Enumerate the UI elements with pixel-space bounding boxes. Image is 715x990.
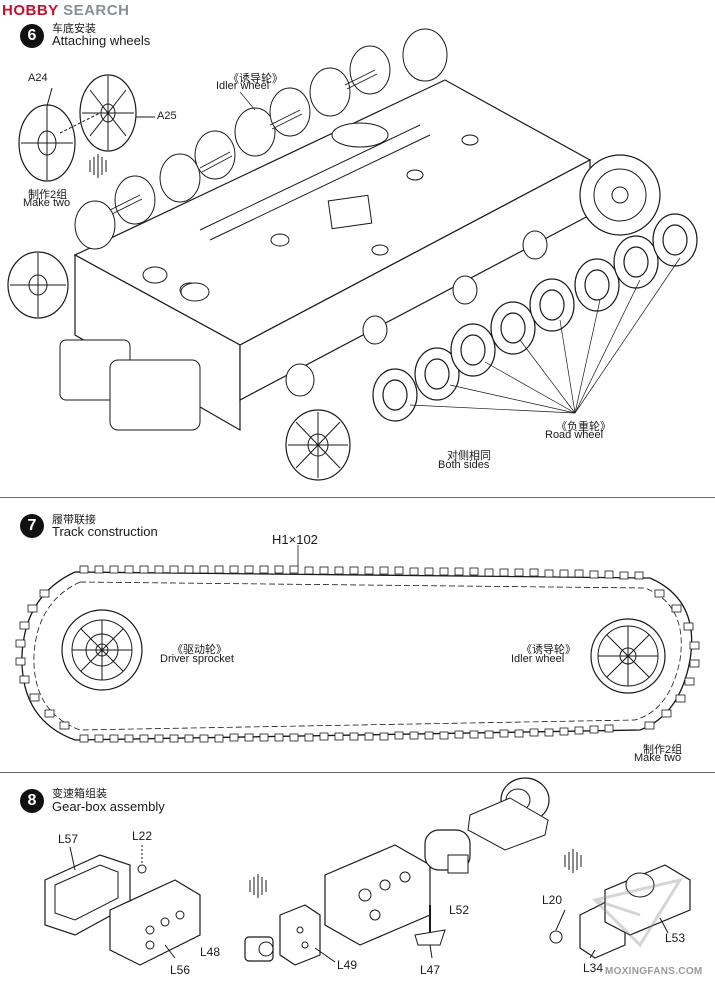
hobbysearch-watermark: HOBBY SEARCH [2, 2, 129, 19]
label-l22: L22 [132, 829, 153, 843]
part-l52 [424, 829, 471, 874]
label-l56: L56 [170, 963, 191, 977]
step-8-title-cn: 变速箱组装 [52, 788, 107, 800]
step-7-title-en: Track construction [52, 524, 158, 539]
watermark-hobby: HOBBY [2, 2, 59, 19]
driver-sprocket-en: Driver sprocket [160, 653, 234, 665]
track-links-bottom [79, 724, 614, 743]
panel-divider [0, 772, 715, 773]
rear-idler-wheel [7, 251, 69, 319]
road-wheel-en: Road wheel [545, 429, 604, 441]
label-a25: A25 [157, 110, 177, 122]
step-7-number: 7 [20, 514, 44, 538]
label-l20: L20 [542, 893, 563, 907]
label-a24: A24 [28, 72, 48, 84]
idler-wheel-cn: 《诱导轮》 [228, 73, 283, 85]
watermark-search: SEARCH [63, 2, 130, 19]
part-l22 [137, 845, 147, 874]
chassis-hull [59, 79, 592, 432]
label-l52: L52 [449, 903, 470, 917]
step-6-number: 6 [20, 24, 44, 48]
part-l20 [549, 930, 563, 944]
track-idler-cn: 《诱导轮》 [521, 644, 576, 656]
part-l47 [414, 905, 446, 946]
a25-wheel-half [79, 74, 137, 152]
track-make-two-cn: 制作2组 [643, 744, 683, 756]
drive-housing [467, 777, 550, 851]
step-8-number: 8 [20, 789, 44, 813]
part-l56 [109, 879, 201, 966]
front-sprocket [579, 154, 661, 236]
panel-divider [0, 497, 715, 498]
gearbox-assembly [324, 844, 431, 946]
driver-sprocket [61, 609, 143, 691]
label-l57: L57 [58, 832, 79, 846]
near-side-road-wheels [372, 213, 698, 422]
part-l48 [244, 936, 274, 962]
track-link-count: H1×102 [272, 532, 318, 547]
label-l53: L53 [665, 931, 686, 945]
make-two-en: Make two [23, 197, 71, 209]
label-l47: L47 [420, 963, 441, 977]
a24-wheel-half [18, 104, 76, 182]
step-6-title-cn: 车底安装 [52, 23, 96, 35]
step-6-title-en: Attaching wheels [52, 33, 151, 48]
moxingfans-logo [592, 877, 684, 948]
label-l48: L48 [200, 945, 221, 959]
track-idler-en: Idler wheel [511, 653, 565, 665]
part-l49 [279, 904, 321, 966]
idler-wheel-en: Idler wheel [216, 80, 270, 92]
track-links-top [79, 565, 644, 580]
both-sides-cn: 对侧相同 [447, 450, 491, 462]
track-make-two-en: Make two [634, 752, 682, 764]
both-sides-en: Both sides [438, 459, 490, 471]
label-l34: L34 [583, 961, 604, 975]
label-l49: L49 [337, 958, 358, 972]
driver-sprocket-cn: 《驱动轮》 [172, 644, 227, 656]
far-side-wheels [74, 28, 448, 250]
road-wheel-leaders [409, 257, 681, 414]
road-wheel-cn: 《负重轮》 [556, 421, 611, 433]
make-two-cn: 制作2组 [28, 189, 68, 201]
part-l57 [44, 854, 131, 936]
part-l53 [604, 864, 691, 936]
track-idler-wheel [590, 618, 666, 694]
step-8-title-en: Gear-box assembly [52, 799, 165, 814]
moxingfans-watermark: MOXINGFANS.COM [605, 966, 703, 977]
step-7-title-cn: 履带联接 [52, 514, 96, 526]
near-idler-wheel [285, 409, 351, 481]
